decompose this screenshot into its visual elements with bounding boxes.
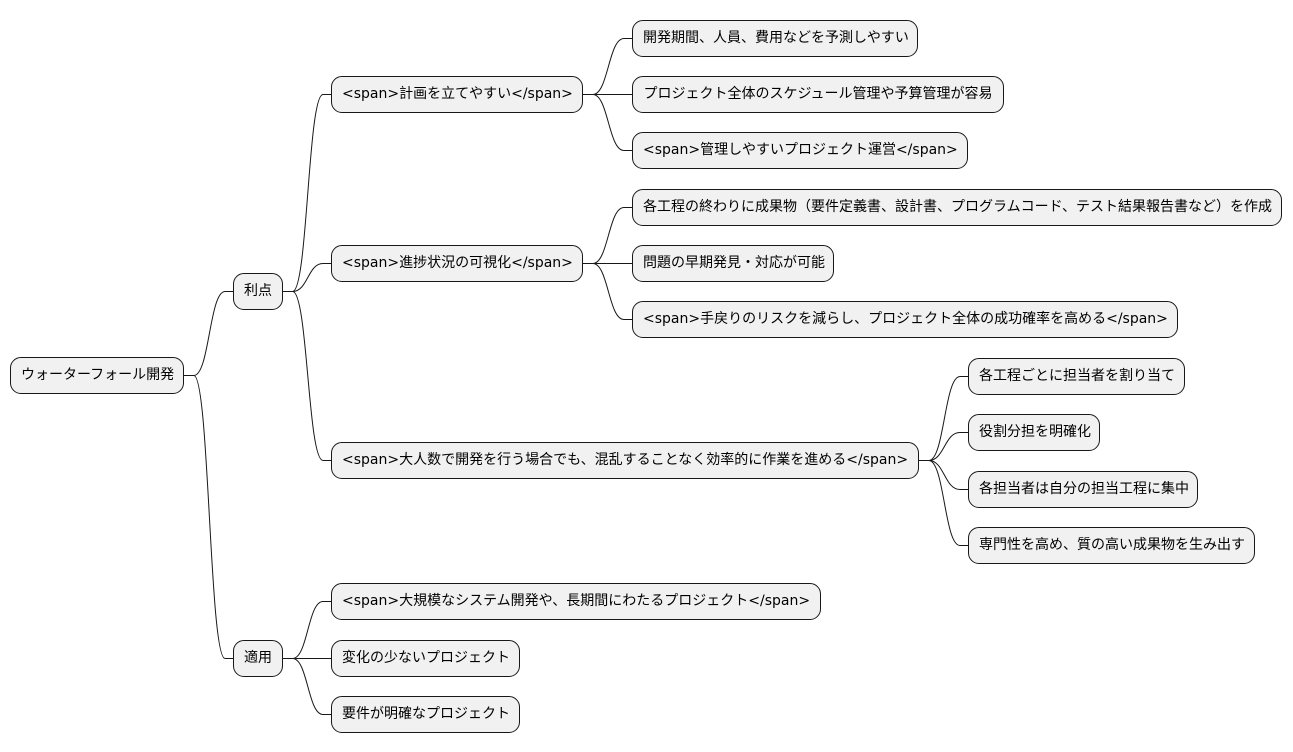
node-progress-child-2: 問題の早期発見・対応が可能 bbox=[632, 245, 834, 282]
node-application-child-1: <span>大規模なシステム開発や、長期間にわたるプロジェクト</span> bbox=[331, 583, 821, 620]
connector-node-team-to-node-team-child-1 bbox=[919, 376, 968, 461]
connector-node-team-to-node-team-child-4 bbox=[919, 460, 968, 546]
root-node: ウォーターフォール開発 bbox=[10, 357, 184, 394]
node-plan-child-1: 開発期間、人員、費用などを予測しやすい bbox=[632, 20, 918, 57]
node-benefits: 利点 bbox=[233, 273, 283, 310]
node-application-child-2: 変化の少ないプロジェクト bbox=[331, 640, 520, 677]
node-plan-child-3: <span>管理しやすいプロジェクト運営</span> bbox=[632, 132, 968, 169]
connector-node-application-to-node-application-child-3 bbox=[283, 658, 331, 715]
connector-node-application-to-node-application-child-1 bbox=[283, 601, 331, 659]
node-progress-child-1: 各工程の終わりに成果物（要件定義書、設計書、プログラムコード、テスト結果報告書な… bbox=[632, 189, 1282, 226]
connector-node-team-to-node-team-child-2 bbox=[919, 432, 968, 461]
node-progress: <span>進捗状況の可視化</span> bbox=[331, 245, 583, 282]
node-team-child-1: 各工程ごとに担当者を割り当て bbox=[968, 358, 1185, 395]
node-team-child-3: 各担当者は自分の担当工程に集中 bbox=[968, 471, 1198, 508]
connector-node-progress-to-node-progress-child-3 bbox=[583, 263, 632, 320]
connector-root-node-to-node-application bbox=[184, 375, 233, 659]
node-application-child-3: 要件が明確なプロジェクト bbox=[331, 696, 520, 733]
connector-node-plan-to-node-plan-child-3 bbox=[583, 94, 632, 151]
connector-node-progress-to-node-progress-child-1 bbox=[583, 207, 632, 264]
connector-node-benefits-to-node-team bbox=[283, 291, 331, 461]
connector-node-plan-to-node-plan-child-1 bbox=[583, 38, 632, 95]
node-team-child-4: 専門性を高め、質の高い成果物を生み出す bbox=[968, 527, 1255, 564]
node-plan-child-2: プロジェクト全体のスケジュール管理や予算管理が容易 bbox=[632, 76, 1004, 113]
connector-node-benefits-to-node-plan bbox=[283, 94, 331, 292]
connector-node-benefits-to-node-progress bbox=[283, 263, 331, 292]
node-application: 適用 bbox=[233, 640, 283, 677]
connector-node-team-to-node-team-child-3 bbox=[919, 460, 968, 490]
connector-root-node-to-node-benefits bbox=[184, 291, 233, 376]
node-team: <span>大人数で開発を行う場合でも、混乱することなく効率的に作業を進める</… bbox=[331, 442, 919, 479]
node-team-child-2: 役割分担を明確化 bbox=[968, 414, 1100, 451]
node-plan: <span>計画を立てやすい</span> bbox=[331, 76, 583, 113]
node-progress-child-3: <span>手戻りのリスクを減らし、プロジェクト全体の成功確率を高める</spa… bbox=[632, 301, 1178, 338]
